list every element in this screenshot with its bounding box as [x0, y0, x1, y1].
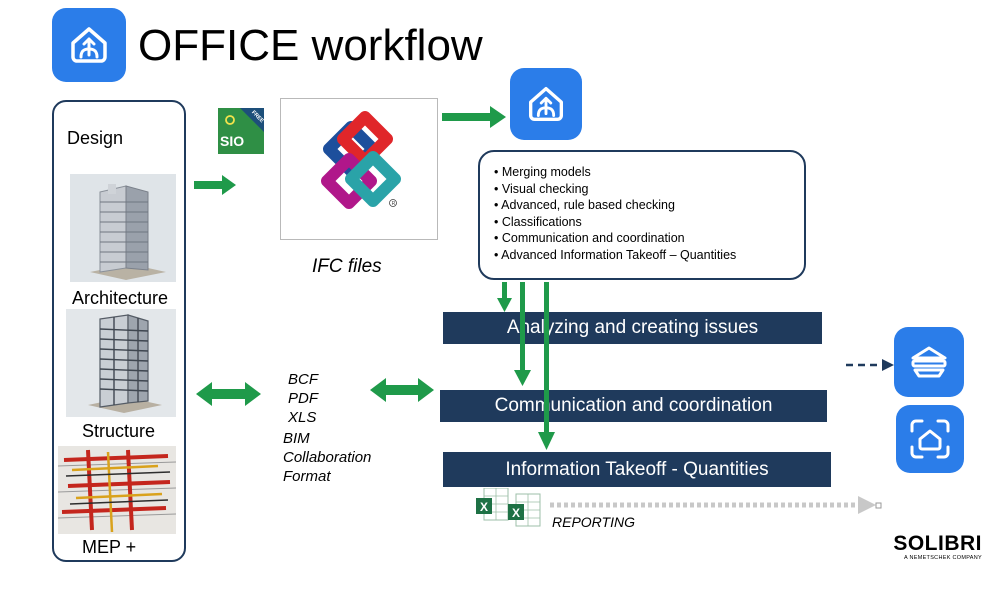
mep-model-image: [58, 446, 176, 534]
takeoff-step-bar: Information Takeoff - Quantities: [443, 452, 831, 487]
solibri-office-app-icon: [52, 8, 126, 82]
excel-file-icon: X X: [476, 487, 541, 527]
dashed-arrow-head: [882, 359, 894, 371]
mep-pipes-icon: [58, 446, 176, 534]
format-word: Format: [283, 468, 331, 485]
double-arrow-right: [370, 378, 434, 402]
mep-label: MEP +: [82, 537, 137, 557]
features-list: Merging models Visual checking Advanced,…: [494, 164, 792, 264]
collaboration-word: Collaboration: [283, 449, 372, 466]
solibri-site-app-icon: [894, 327, 964, 397]
pdf-format-label: PDF: [288, 390, 318, 407]
reporting-label: REPORTING: [552, 514, 635, 530]
solibri-office-app-icon-2: [510, 68, 582, 140]
reporting-arrow-head: [858, 496, 876, 514]
design-disciplines-panel: [52, 100, 186, 562]
arrow-ifc-to-office: [442, 106, 506, 128]
svg-text:X: X: [512, 506, 520, 520]
xls-format-label: XLS: [288, 409, 317, 426]
design-label: Design: [67, 128, 124, 148]
scan-house-icon: [910, 419, 950, 459]
feature-item: Merging models: [494, 164, 792, 181]
sio-free-badge: SIO FREE: [218, 108, 264, 154]
excel-icons: X X: [476, 487, 546, 528]
svg-text:X: X: [480, 500, 488, 514]
sio-badge-graphic: [225, 108, 264, 132]
bim-word: BIM: [283, 430, 310, 447]
bcf-format-label: BCF: [288, 371, 318, 388]
layers-house-icon: [911, 346, 947, 378]
page-title: OFFICE workflow: [138, 21, 483, 70]
arrow-head: [538, 432, 555, 450]
ifc-logo-icon: R: [321, 111, 401, 209]
brand-tagline: A NEMETSCHEK COMPANY: [903, 555, 982, 561]
communication-step-bar: Communication and coordination: [440, 390, 827, 422]
sio-badge-text: SIO: [220, 133, 245, 149]
feature-item: Communication and coordination: [494, 230, 792, 247]
bcf-definition: BIM Collaboration Format: [283, 429, 371, 486]
architecture-model-image: [70, 174, 176, 282]
exchange-formats-list: BCF PDF XLS: [288, 370, 318, 427]
house-arrows-icon: [528, 86, 564, 122]
house-arrows-icon: [71, 27, 107, 63]
feature-item: Advanced, rule based checking: [494, 197, 792, 214]
feature-item: Advanced Information Takeoff – Quantitie…: [494, 247, 792, 264]
features-box: Merging models Visual checking Advanced,…: [478, 150, 806, 280]
arrow-head: [514, 370, 531, 386]
feature-item: Visual checking: [494, 181, 792, 198]
ifc-files-caption: IFC files: [312, 256, 382, 277]
analyzing-step-bar: Analyzing and creating issues: [443, 312, 822, 344]
building-model-icon: [70, 174, 176, 282]
arrow-head: [497, 298, 512, 312]
structure-model-image: [66, 309, 176, 417]
brand-name: SOLIBRI: [893, 532, 982, 555]
structure-frame-icon: [66, 309, 176, 417]
solibri-brand-logo: SOLIBRI A NEMETSCHEK COMPANY: [893, 533, 982, 562]
arrow-design-to-ifc: [194, 175, 236, 195]
architecture-label: Architecture: [72, 288, 169, 308]
double-arrow-left: [196, 382, 261, 406]
feature-item: Classifications: [494, 214, 792, 231]
ifc-logo-box: R: [280, 98, 438, 240]
arrow-shaft: [502, 282, 507, 304]
solibri-anywhere-app-icon: [896, 405, 964, 473]
structure-label: Structure: [82, 421, 156, 441]
svg-text:R: R: [392, 201, 396, 207]
